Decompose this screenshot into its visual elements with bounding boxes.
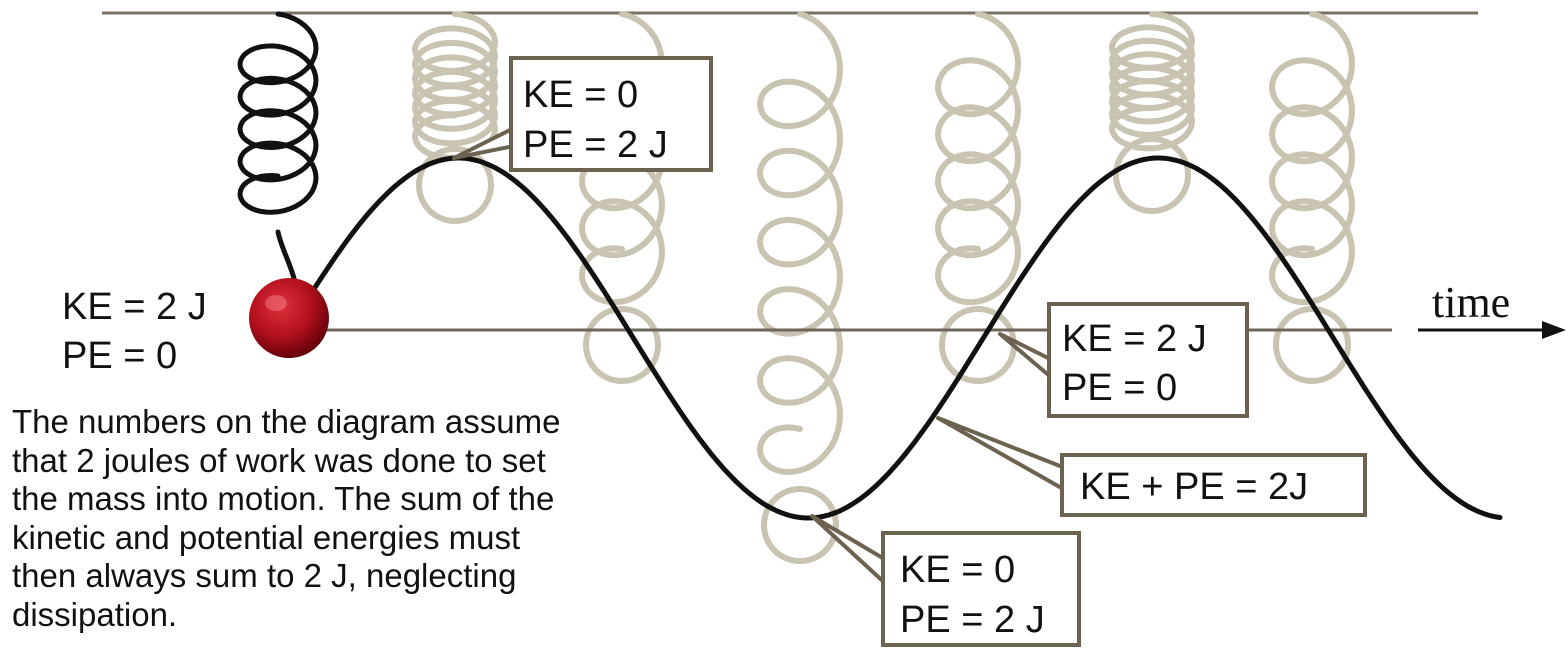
callout-bottom-ke: KE = 0 <box>900 549 1015 591</box>
callout-bottom-box <box>881 531 1081 647</box>
callout-equilibrium: KE = 2 J PE = 0 <box>998 302 1249 418</box>
callout-sum-box <box>1060 453 1367 517</box>
explanation-caption: The numbers on the diagram assume that 2… <box>12 403 652 634</box>
ghost-spring <box>756 11 844 476</box>
ghost-spring <box>1108 11 1196 152</box>
callout-top-ke: KE = 0 <box>523 74 638 116</box>
callout-top: KE = 0 PE = 2 J <box>452 56 713 172</box>
callout-bottom-pe: PE = 2 J <box>900 599 1045 641</box>
callout-equilibrium-pointer <box>998 332 1054 380</box>
callout-top-box <box>509 56 713 172</box>
callout-start: KE = 2 J PE = 0 <box>62 286 207 377</box>
ghost-springs <box>411 11 1356 564</box>
caption-line: kinetic and potential energies must <box>12 518 521 556</box>
caption-line: dissipation. <box>12 595 178 633</box>
time-axis-label: time <box>1432 278 1510 327</box>
ghost-mass <box>1273 306 1351 384</box>
ghost-spring <box>934 11 1022 306</box>
ghost-spring <box>1268 11 1356 306</box>
ghost-spring <box>411 11 499 161</box>
caption-line: then always sum to 2 J, neglecting <box>12 557 517 594</box>
mass-highlight <box>265 295 287 311</box>
ghost-mass <box>583 306 661 384</box>
ghost-mass <box>416 146 494 224</box>
callout-top-pe: PE = 2 J <box>523 124 668 166</box>
callout-start-pe: PE = 0 <box>62 335 177 377</box>
ghost-mass <box>1113 136 1191 214</box>
mass-ball <box>249 278 329 358</box>
time-arrow-head <box>1542 321 1566 339</box>
main-spring-coil <box>237 11 319 285</box>
callout-sum-pointer <box>936 416 1067 492</box>
callout-sum: KE + PE = 2J <box>936 416 1367 517</box>
caption-line: The numbers on the diagram assume <box>12 403 561 440</box>
callout-equilibrium-pe: PE = 0 <box>1062 367 1177 409</box>
main-spring <box>237 11 319 285</box>
callout-sum-text: KE + PE = 2J <box>1080 466 1308 508</box>
caption-line: the mass into motion. The sum of the <box>12 480 555 517</box>
caption-line: that 2 joules of work was done to set <box>12 441 546 479</box>
callout-bottom: KE = 0 PE = 2 J <box>810 514 1081 647</box>
callout-start-ke: KE = 2 J <box>62 286 207 328</box>
displacement-curve <box>297 155 1503 521</box>
callout-equilibrium-box <box>1047 302 1249 418</box>
callout-equilibrium-ke: KE = 2 J <box>1062 318 1207 360</box>
ghost-mass <box>761 486 839 564</box>
